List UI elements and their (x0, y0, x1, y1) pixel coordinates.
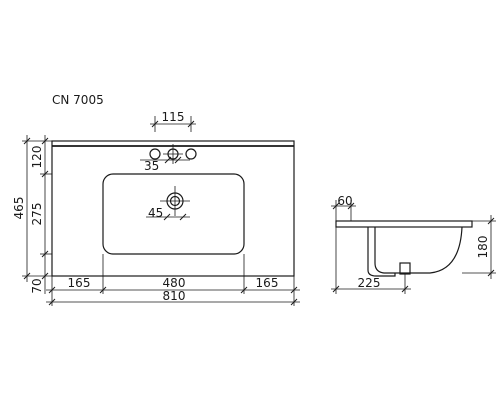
dim-tap-spacing: 115 (150, 110, 196, 132)
dim-left-margin-label: 165 (68, 276, 91, 290)
dim-side-depth-label: 225 (358, 276, 381, 290)
basin-outline (51, 140, 295, 277)
top-view (51, 140, 295, 277)
dim-tap-spacing-label: 115 (162, 110, 185, 124)
dim-total-height-label: 465 (12, 197, 26, 220)
dim-side-depth: 225 (331, 227, 411, 294)
dim-right-margin-label: 165 (256, 276, 279, 290)
dim-side-height (462, 215, 496, 279)
dim-drain: 45 (146, 206, 190, 221)
tap-hole-right (185, 148, 197, 160)
dim-left-vertical (22, 135, 52, 294)
bowl-outline (102, 173, 245, 255)
dim-drain-label: 45 (148, 206, 163, 220)
side-slab (335, 220, 473, 228)
dim-slab-thickness: 60 (331, 194, 356, 221)
dim-bowl-width-label: 480 (163, 276, 186, 290)
model-title: CN 7005 (52, 93, 104, 107)
dim-total-width-label: 810 (163, 289, 186, 303)
dim-bowl-depth-label: 275 (30, 203, 44, 226)
side-view (335, 220, 473, 277)
tap-hole-left (149, 148, 161, 160)
side-bowl-profile (374, 226, 463, 274)
dim-back-deck-label: 120 (30, 146, 44, 169)
dim-bottom-horizontal (46, 254, 300, 306)
dim-slab-thickness-label: 60 (337, 194, 352, 208)
dim-tap-hole: 35 (140, 156, 190, 173)
side-siphon (367, 227, 396, 277)
dim-front-edge-label: 70 (30, 278, 44, 293)
side-drain-outlet (399, 262, 411, 275)
dim-tap-hole-label: 35 (144, 159, 159, 173)
dim-side-height-label: 180 (476, 236, 490, 259)
